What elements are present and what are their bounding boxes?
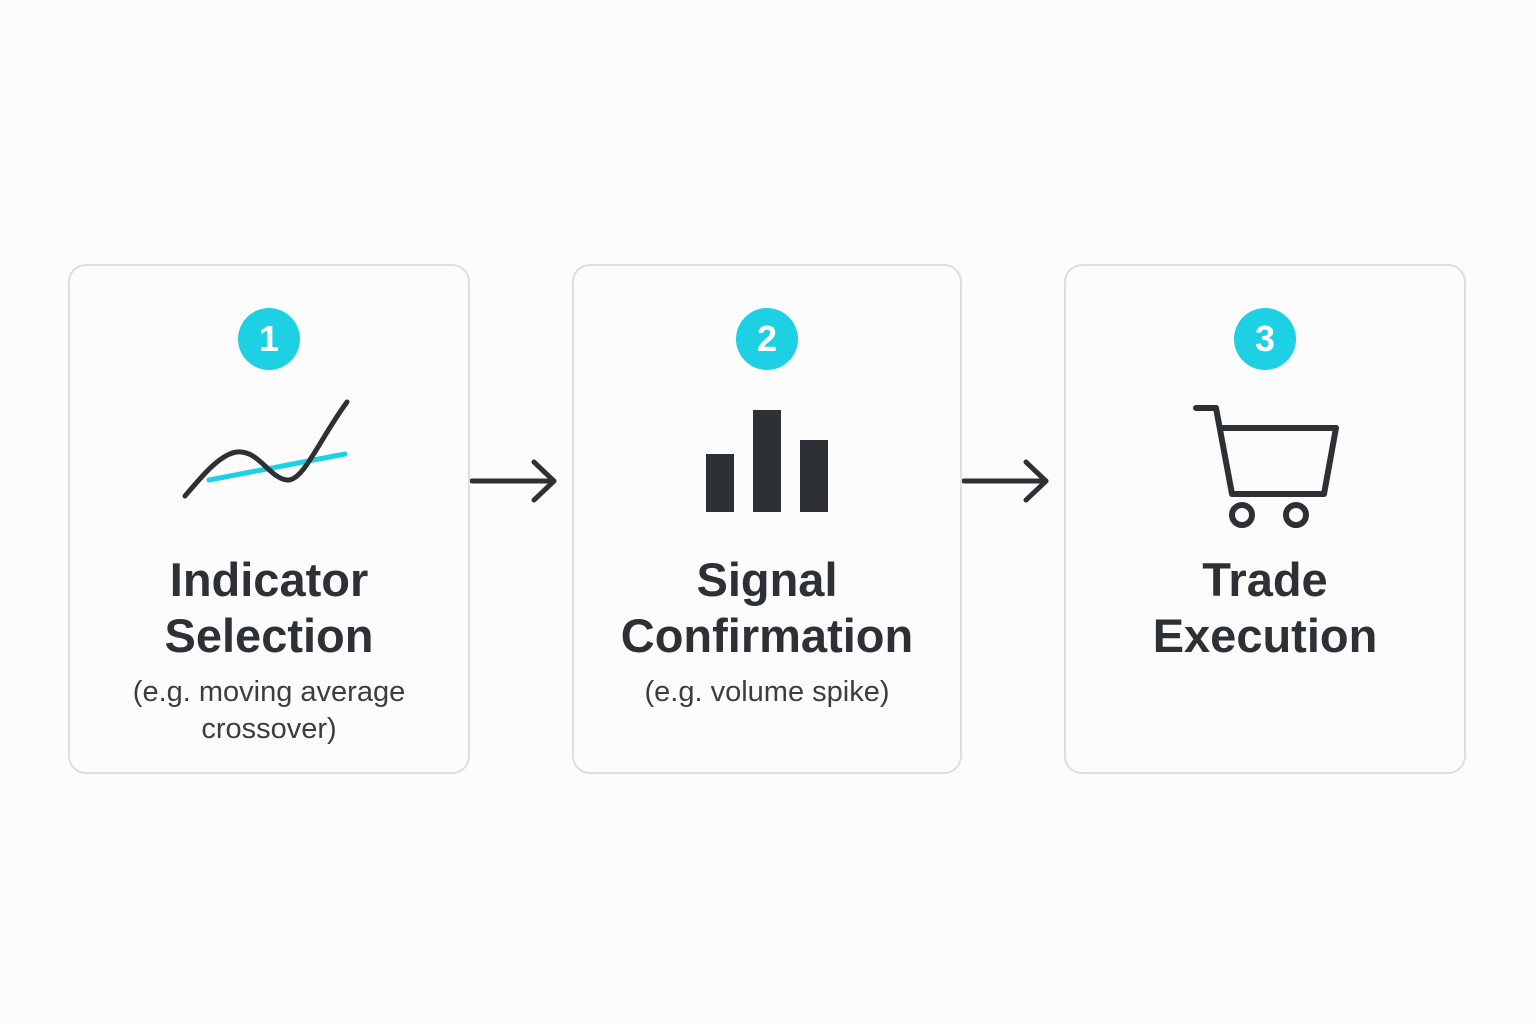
arrow-right-icon bbox=[962, 459, 1049, 503]
moving-average-line bbox=[206, 451, 348, 483]
step-card-trade-execution: 3 Trade Execution bbox=[1064, 264, 1466, 774]
bar-short bbox=[706, 454, 734, 512]
bar-medium bbox=[800, 440, 828, 512]
step-subtitle: (e.g. volume spike) bbox=[574, 674, 960, 711]
step-title-line: Signal bbox=[696, 553, 838, 606]
step-number: 3 bbox=[1254, 318, 1276, 359]
price-line bbox=[182, 399, 350, 499]
bar-chart-icon bbox=[706, 410, 828, 512]
step-number-badge: 2 bbox=[736, 308, 798, 370]
step-title: Indicator Selection bbox=[70, 552, 468, 664]
step-title-line: Execution bbox=[1152, 609, 1378, 662]
cart-wheel bbox=[1229, 502, 1255, 528]
step-number-badge: 1 bbox=[238, 308, 300, 370]
step-subtitle-line: (e.g. volume spike) bbox=[644, 676, 890, 708]
step-title: Trade Execution bbox=[1066, 552, 1464, 664]
line-chart-crossover-icon bbox=[182, 399, 350, 499]
arrow-right-icon bbox=[470, 459, 557, 503]
step-subtitle-line: crossover) bbox=[201, 713, 337, 745]
step-title: Signal Confirmation bbox=[574, 552, 960, 664]
bar-tall bbox=[753, 410, 781, 512]
step-number: 1 bbox=[258, 318, 280, 359]
step-title-line: Confirmation bbox=[620, 609, 914, 662]
shopping-cart-icon bbox=[1193, 405, 1339, 528]
cart-body bbox=[1193, 405, 1339, 497]
step-title-line: Indicator bbox=[169, 553, 369, 606]
step-card-indicator-selection: 1 Indicator Selection (e.g. moving avera… bbox=[68, 264, 470, 774]
step-title-line: Selection bbox=[164, 609, 374, 662]
step-card-signal-confirmation: 2 Signal Confirmation (e.g. volume spike… bbox=[572, 264, 962, 774]
step-number-badge: 3 bbox=[1234, 308, 1296, 370]
step-subtitle: (e.g. moving average crossover) bbox=[70, 674, 468, 748]
step-subtitle-line: (e.g. moving average bbox=[132, 676, 406, 708]
step-number: 2 bbox=[756, 318, 778, 359]
step-title-line: Trade bbox=[1202, 553, 1328, 606]
cart-wheel bbox=[1283, 502, 1309, 528]
